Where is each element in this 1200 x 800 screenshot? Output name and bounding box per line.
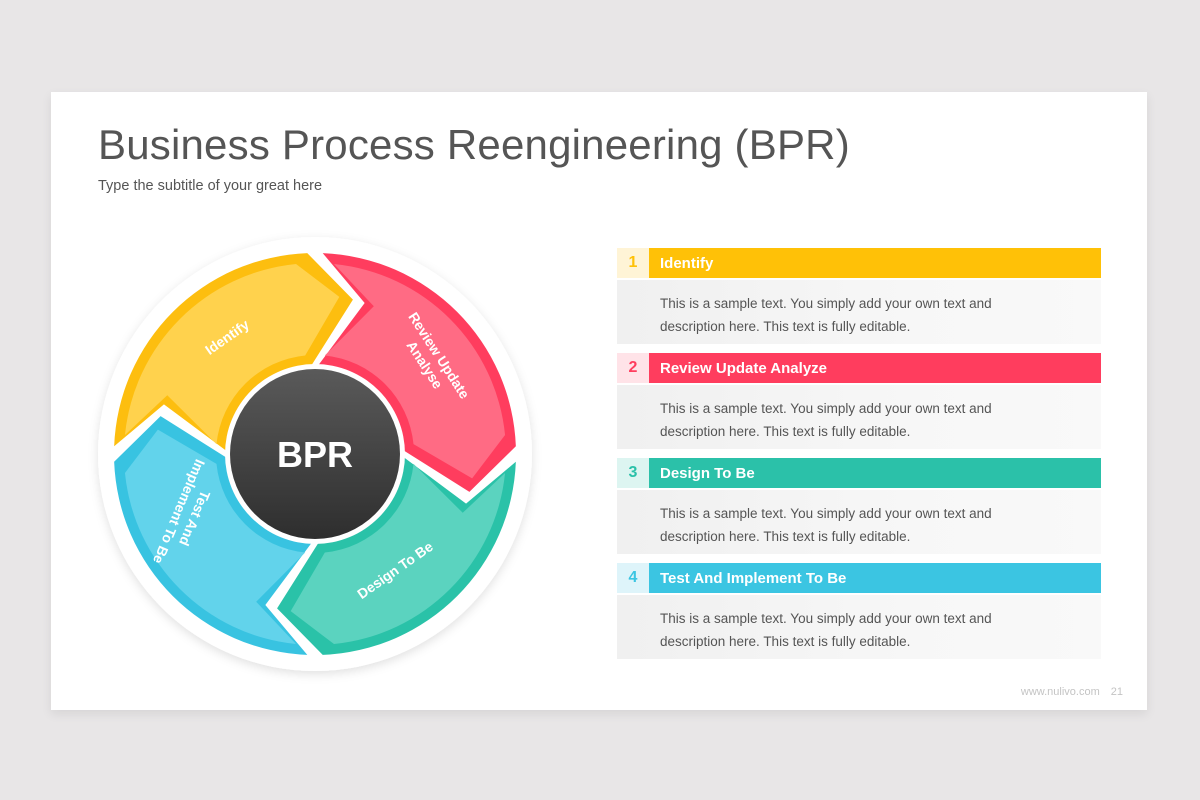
slide-subtitle: Type the subtitle of your great here xyxy=(98,178,323,194)
step-description-line: description here. This text is fully edi… xyxy=(660,424,911,439)
slide-title: Business Process Reengineering (BPR) xyxy=(98,121,850,168)
footer-website: www.nulivo.com xyxy=(1020,686,1100,698)
segment-fill xyxy=(124,429,306,645)
segment-fill xyxy=(290,463,506,645)
cycle-segment: Design To Be xyxy=(277,457,516,655)
step-item: 3 Design To Be This is a sample text. Yo… xyxy=(617,458,1101,554)
step-header: 3 Design To Be xyxy=(617,458,1101,488)
center-circle xyxy=(230,369,400,539)
step-description-line: description here. This text is fully edi… xyxy=(660,634,911,649)
step-description-line: description here. This text is fully edi… xyxy=(660,319,911,334)
step-title: Review Update Analyze xyxy=(649,353,1101,383)
step-header: 4 Test And Implement To Be xyxy=(617,563,1101,593)
step-description: This is a sample text. You simply add yo… xyxy=(617,595,1101,659)
step-description-line: This is a sample text. You simply add yo… xyxy=(660,506,992,521)
center-label: BPR xyxy=(277,434,353,475)
slide-footer: www.nulivo.com 21 xyxy=(1021,686,1123,698)
step-description: This is a sample text. You simply add yo… xyxy=(617,490,1101,554)
step-number: 4 xyxy=(617,563,649,593)
step-description-line: This is a sample text. You simply add yo… xyxy=(660,401,992,416)
step-number: 1 xyxy=(617,248,649,278)
step-item: 1 Identify This is a sample text. You si… xyxy=(617,248,1101,344)
cycle-segment: Identify xyxy=(114,253,353,451)
slide: Business Process Reengineering (BPR) Typ… xyxy=(51,92,1147,710)
step-title: Design To Be xyxy=(649,458,1101,488)
steps-list: 1 Identify This is a sample text. You si… xyxy=(617,248,1101,668)
page-number: 21 xyxy=(1110,686,1123,698)
segment-fill xyxy=(124,263,340,445)
step-item: 4 Test And Implement To Be This is a sam… xyxy=(617,563,1101,659)
cycle-segment: Review UpdateAnalyse xyxy=(318,253,516,492)
step-number: 2 xyxy=(617,353,649,383)
cycle-segment: Test AndImplement To Be xyxy=(114,416,312,655)
step-header: 2 Review Update Analyze xyxy=(617,353,1101,383)
step-description-line: This is a sample text. You simply add yo… xyxy=(660,611,992,626)
step-title: Identify xyxy=(649,248,1101,278)
step-description-line: description here. This text is fully edi… xyxy=(660,529,911,544)
step-description-line: This is a sample text. You simply add yo… xyxy=(660,296,992,311)
step-header: 1 Identify xyxy=(617,248,1101,278)
step-item: 2 Review Update Analyze This is a sample… xyxy=(617,353,1101,449)
step-title: Test And Implement To Be xyxy=(649,563,1101,593)
segment-fill xyxy=(324,263,506,479)
step-number: 3 xyxy=(617,458,649,488)
step-description: This is a sample text. You simply add yo… xyxy=(617,280,1101,344)
step-description: This is a sample text. You simply add yo… xyxy=(617,385,1101,449)
